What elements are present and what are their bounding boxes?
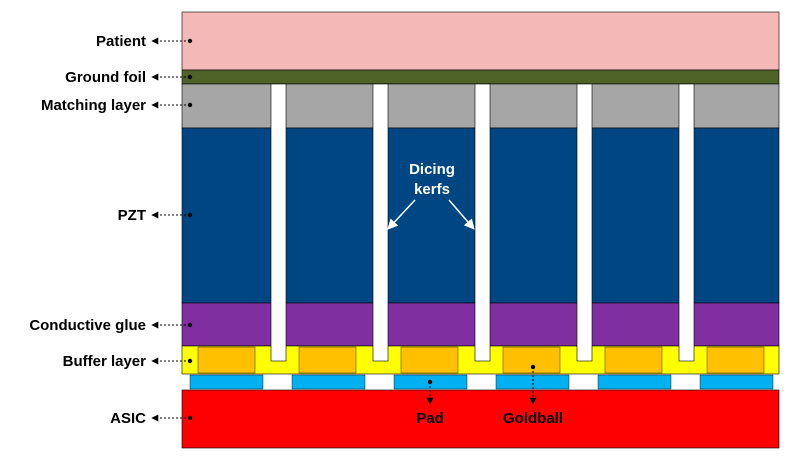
goldball-4 [502,346,561,374]
ground-foil-layer [181,69,780,85]
goldball-2 [298,346,357,374]
dicing-kerf-5 [678,83,695,362]
dot-pzt [187,212,193,218]
dot-patient [187,38,193,44]
dot-ground-foil [187,74,193,80]
label-ground-foil: Ground foil [65,69,146,86]
left-labels: Patient Ground foil Matching layer PZT C… [29,33,193,427]
goldball-3 [400,346,459,374]
dot-matching-layer [187,102,193,108]
kerf-arrow-right [448,199,475,230]
label-pzt: PZT [118,207,146,224]
dicing-kerf-2 [372,83,389,362]
bottom-annotations: Pad Goldball [416,364,563,427]
pad-5 [597,374,672,390]
label-goldball: Goldball [503,410,563,427]
dot-conductive-glue [187,322,193,328]
label-kerfs: kerfs [414,181,450,198]
dot-asic [187,415,193,421]
goldball-1 [197,346,256,374]
pad-group [189,374,774,390]
label-buffer-layer: Buffer layer [63,353,147,370]
asic-layer [181,389,780,449]
pad-1 [189,374,264,390]
goldball-5 [604,346,663,374]
dicing-kerf-group [270,83,695,362]
kerf-arrow-left [387,199,416,230]
dicing-kerfs-annotation: Dicing kerfs [387,161,475,230]
label-asic: ASIC [110,410,146,427]
patient-layer [181,11,780,71]
dicing-kerf-1 [270,83,287,362]
goldball-6 [706,346,765,374]
goldball-group [197,346,765,374]
label-patient: Patient [96,33,146,50]
label-dicing: Dicing [409,161,455,178]
label-pad: Pad [416,410,444,427]
pad-2 [291,374,366,390]
pad-6 [699,374,774,390]
pad-4 [495,374,570,390]
dot-buffer-layer [187,358,193,364]
label-conductive-glue: Conductive glue [29,317,146,334]
dicing-kerf-3 [474,83,491,362]
label-matching-layer: Matching layer [41,97,146,114]
dicing-kerf-4 [576,83,593,362]
